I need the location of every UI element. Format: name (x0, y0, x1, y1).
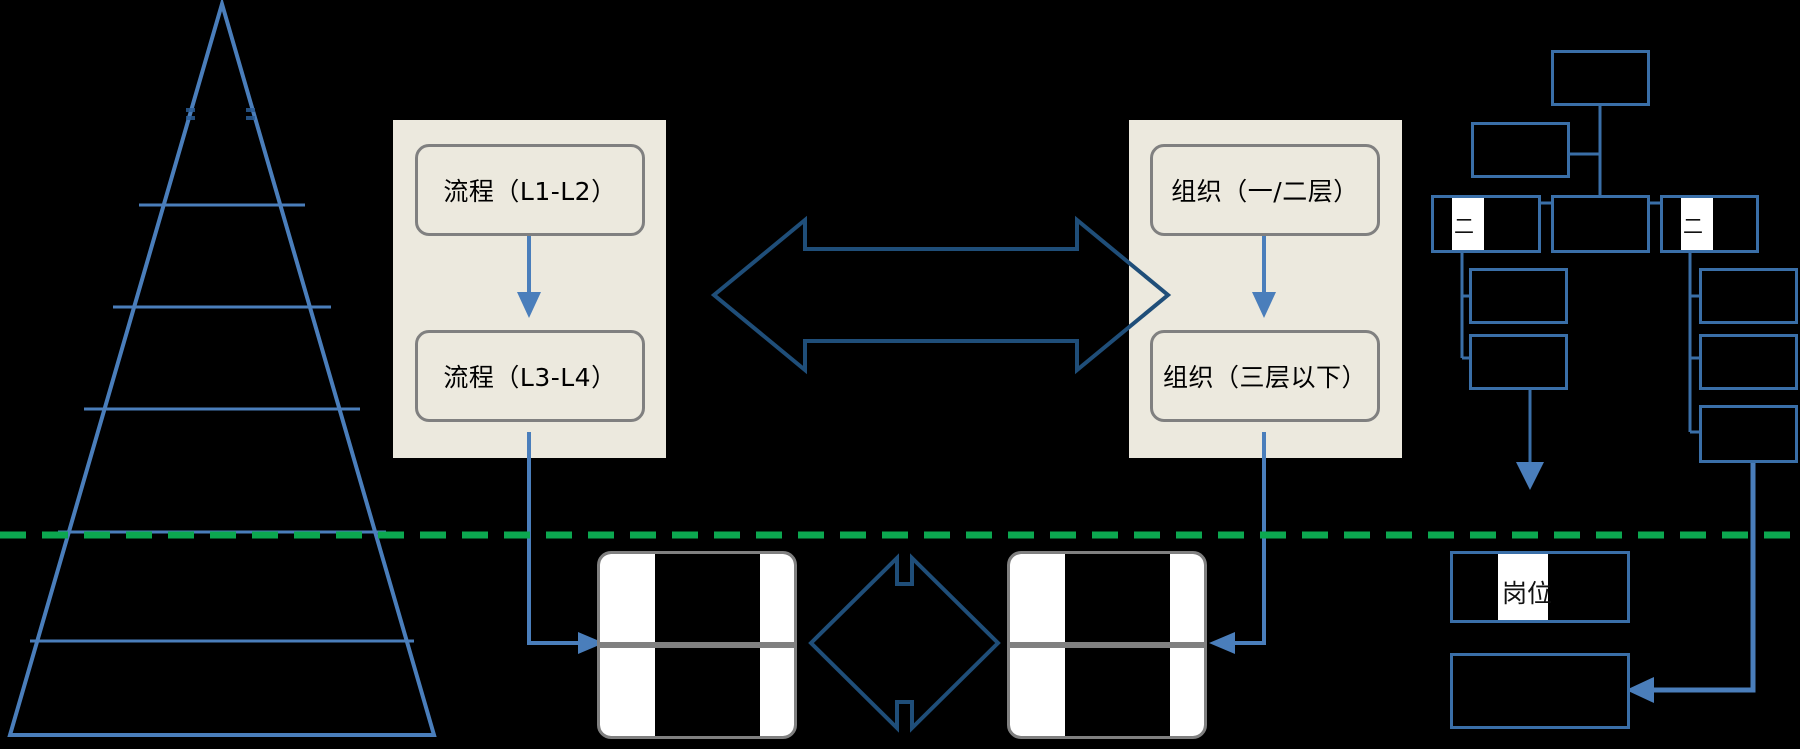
org-node-position[interactable]: 岗位 (1450, 551, 1630, 623)
org-to-activity-connector (1209, 432, 1266, 654)
org-node-root[interactable] (1551, 50, 1650, 106)
bidirectional-arrow-top-shape (710, 215, 1172, 375)
org-node-c3b[interactable] (1699, 334, 1798, 390)
org-box-level-1-2[interactable]: 组织（一/二层） (1150, 144, 1380, 236)
process-to-activity-connector (527, 432, 604, 654)
org-node-c1[interactable]: 二 (1431, 195, 1541, 253)
process-flow-arrow (517, 235, 541, 318)
activity-stack-left (597, 551, 797, 739)
bidirectional-arrow-bottom-shape (808, 553, 1001, 733)
text-band (1170, 648, 1204, 736)
org-node-c1-label: 二 (1454, 214, 1474, 238)
org-node-c3c[interactable] (1699, 405, 1798, 463)
org-box-level-3-below[interactable]: 组织（三层以下） (1150, 330, 1380, 422)
process-box-l3-l4[interactable]: 流程（L3-L4） (415, 330, 645, 422)
activity-stack-left-row-2[interactable] (597, 645, 797, 739)
arrow-into-bottom-node (1626, 677, 1654, 703)
text-band (1452, 198, 1484, 250)
text-band (600, 554, 655, 642)
org-node-c1a[interactable] (1469, 268, 1568, 324)
text-band (760, 648, 794, 736)
text-band (1498, 554, 1548, 620)
text-band (1010, 648, 1065, 736)
activity-stack-right-row-2[interactable] (1007, 645, 1207, 739)
text-band (600, 648, 655, 736)
org-node-c3-label: 二 (1683, 214, 1703, 238)
org-node-staff[interactable] (1471, 122, 1570, 178)
capability-pyramid (7, 0, 437, 737)
text-band (760, 554, 794, 642)
org-node-c3[interactable]: 二 (1660, 195, 1759, 253)
text-band (1010, 554, 1065, 642)
org-node-bottom[interactable] (1450, 653, 1630, 729)
org-node-c2[interactable] (1551, 195, 1650, 253)
arrow-into-position-node (1516, 462, 1544, 490)
activity-stack-right-row-1[interactable] (1007, 551, 1207, 645)
pyramid-apex-glyph (186, 108, 255, 120)
activity-stack-left-row-1[interactable] (597, 551, 797, 645)
text-band (1681, 198, 1713, 250)
process-box-l1-l2[interactable]: 流程（L1-L2） (415, 144, 645, 236)
org-node-c3a[interactable] (1699, 268, 1798, 324)
org-node-c1b[interactable] (1469, 334, 1568, 390)
org-node-position-label: 岗位 (1502, 579, 1553, 608)
text-band (1170, 554, 1204, 642)
activity-stack-right (1007, 551, 1207, 739)
org-flow-arrow (1252, 235, 1276, 318)
